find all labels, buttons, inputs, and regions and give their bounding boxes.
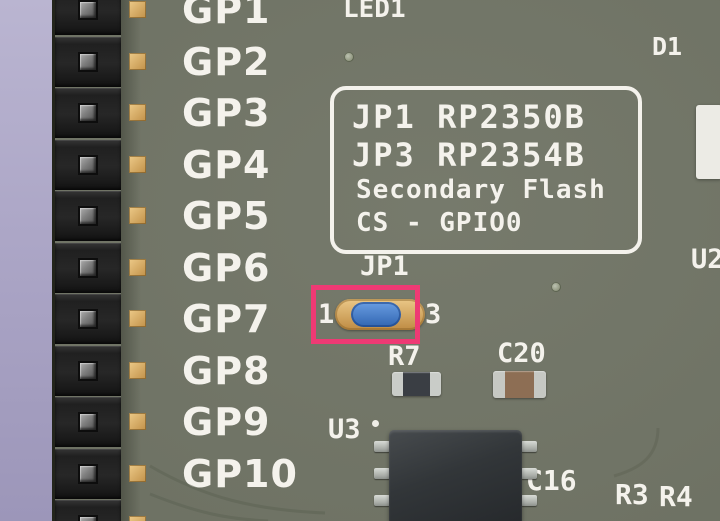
jumper-pad-1-label: 1	[318, 299, 335, 330]
gpio-label-gp9: GP9	[182, 400, 271, 444]
silkscreen-r7: R7	[388, 341, 421, 372]
silkscreen-u3: U3	[328, 414, 361, 445]
solder-pad	[129, 104, 146, 121]
jumper-jp1-solder-bridge	[351, 302, 401, 327]
gpio-label-gp7: GP7	[182, 297, 271, 341]
silkscreen-info-box: JP1 RP2350B JP3 RP2354B Secondary Flash …	[330, 86, 642, 254]
solder-pad	[129, 361, 146, 379]
pin-contact	[80, 156, 96, 173]
pin-header-pin	[55, 242, 121, 293]
board-edge	[52, 0, 55, 521]
silkscreen-r4: R4	[659, 480, 693, 513]
info-line-4: CS - GPIO0	[356, 208, 523, 238]
info-line-2: JP3 RP2354B	[352, 136, 586, 174]
pin-header-pin	[55, 397, 121, 447]
gpio-label-gp3: GP3	[182, 91, 271, 135]
solder-pad	[129, 310, 146, 327]
gpio-label-gp4: GP4	[182, 142, 271, 187]
ic-pin	[521, 468, 537, 479]
solder-pad	[129, 516, 146, 521]
silkscreen-d1: D1	[652, 32, 683, 61]
via	[344, 52, 354, 62]
pin-header-pin	[55, 0, 121, 35]
pin-contact	[80, 362, 96, 379]
gpio-label-gp10: GP10	[182, 451, 298, 496]
solder-pad	[129, 155, 146, 173]
silkscreen-r3: R3	[615, 478, 649, 511]
pin-contact	[80, 414, 96, 430]
silkscreen-u2: U2	[691, 244, 720, 275]
component-d1-body	[696, 105, 720, 179]
ic-pin	[521, 495, 537, 506]
pin-header-pin	[55, 139, 121, 190]
gpio-label-gp8: GP8	[182, 348, 271, 393]
solder-pad	[129, 413, 146, 430]
pin-contact	[80, 465, 96, 482]
capacitor-c20-body	[493, 371, 546, 398]
via	[551, 282, 561, 292]
ic-pin	[521, 441, 537, 452]
pin-header-pin	[55, 191, 121, 241]
silkscreen-led1: LED1	[343, 0, 406, 24]
ic-pin	[374, 468, 390, 479]
resistor-r7-body	[392, 372, 441, 396]
info-line-1: JP1 RP2350B	[352, 98, 586, 136]
silkscreen-c20: C20	[497, 338, 546, 369]
pin-header-pin	[55, 88, 121, 138]
pin-header-pin	[55, 345, 121, 396]
pin-contact	[80, 2, 96, 18]
solder-pad	[129, 1, 146, 18]
pin-header-pin	[55, 294, 121, 344]
solder-pad	[129, 52, 146, 70]
gpio-label-gp1: GP1	[182, 0, 271, 32]
pin-contact	[80, 208, 96, 224]
pin-header-connector	[55, 0, 121, 521]
pin-contact	[80, 53, 96, 70]
solder-pad	[129, 207, 146, 224]
solder-pad	[129, 464, 146, 482]
ic-pin	[374, 495, 390, 506]
silkscreen-jp1-label: JP1	[360, 251, 409, 282]
gpio-label-gp2: GP2	[182, 39, 271, 84]
solder-pad	[129, 258, 146, 276]
pin1-marker-dot	[372, 420, 379, 427]
gpio-label-gp5: GP5	[182, 194, 271, 238]
ic-u3-body	[389, 430, 522, 521]
header-solder-pads	[129, 0, 147, 521]
viewer-background	[0, 0, 52, 521]
jumper-pad-3-label: 3	[425, 299, 442, 330]
pin-contact	[80, 105, 96, 121]
pin-contact	[80, 259, 96, 276]
info-line-3: Secondary Flash	[356, 175, 606, 205]
pin-header-pin	[55, 500, 121, 521]
pin-contact	[80, 311, 96, 327]
pin-header-pin	[55, 448, 121, 499]
pin-header-pin	[55, 36, 121, 87]
highlight-annotation-box[interactable]	[311, 285, 420, 344]
gpio-label-gp6: GP6	[182, 245, 271, 290]
jumper-jp1-pads[interactable]	[335, 299, 425, 330]
ic-pin	[374, 441, 390, 452]
pin-contact	[80, 517, 96, 521]
